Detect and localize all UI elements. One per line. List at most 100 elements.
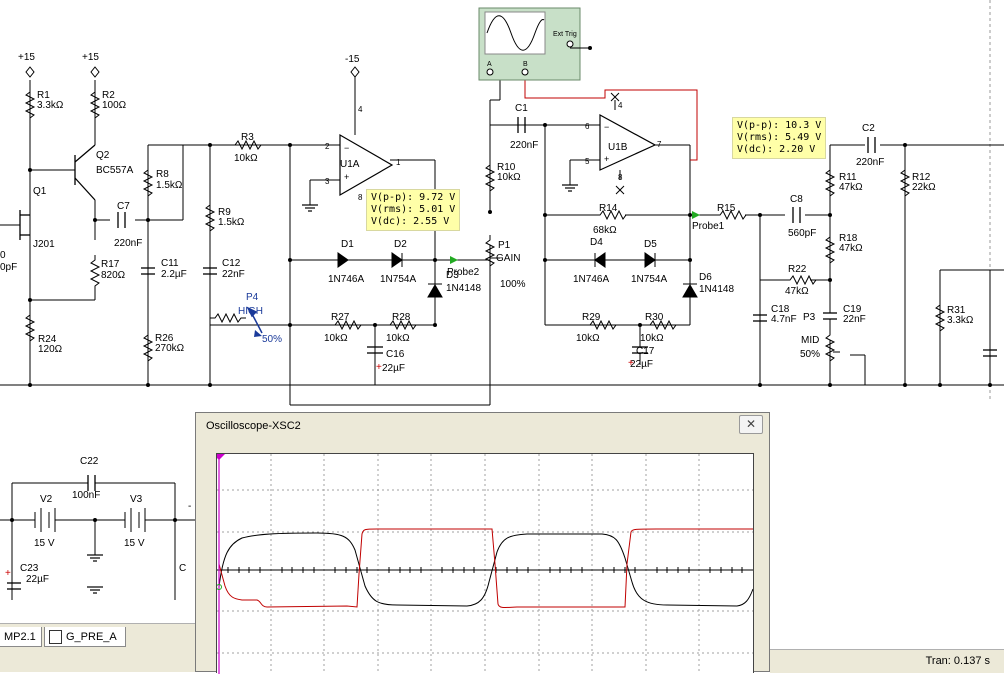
probe1-vrms: V(rms): 5.49 V	[737, 132, 822, 143]
scope-a-label: A	[487, 61, 492, 68]
rail-plus15-a: +15	[18, 52, 35, 63]
resistors	[24, 85, 946, 366]
svg-text:−: −	[604, 122, 609, 132]
r2-label: R2	[102, 90, 115, 101]
v3-value: 15 V	[124, 538, 145, 549]
r24-value: 120Ω	[38, 344, 63, 355]
r8-value: 1.5kΩ	[156, 180, 183, 191]
d2-part: 1N754A	[380, 274, 416, 285]
status-bar: Tran: 0.137 s	[770, 649, 1004, 673]
d5-label: D5	[644, 239, 657, 250]
r30-label: R30	[645, 312, 664, 323]
polarity-marks: +++	[5, 358, 634, 579]
cut-dash: -	[188, 501, 191, 512]
d6-part: 1N4148	[699, 284, 734, 295]
c17-value: 22µF	[630, 359, 653, 370]
ext-trig-label: Ext Trig	[553, 31, 577, 38]
r30-value: 10kΩ	[640, 333, 664, 344]
probe1-label: Probe1	[692, 221, 725, 232]
r17-label: R17	[101, 259, 120, 270]
c2-label: C2	[862, 123, 875, 134]
oscilloscope-title: Oscilloscope-XSC2	[206, 420, 301, 432]
c7-value: 220nF	[114, 238, 142, 249]
pin-label: 1	[396, 158, 401, 167]
rail-minus15: -15	[345, 54, 360, 65]
svg-text:−: −	[344, 143, 349, 153]
probe2-readout: V(p-p): 9.72 V V(rms): 5.01 V V(dc): 2.5…	[366, 189, 461, 231]
op-amp-signs: −+ −+	[344, 122, 609, 182]
tab-g-pre-a[interactable]: G_PRE_A *	[44, 627, 126, 663]
probe1-readout: V(p-p): 10.3 V V(rms): 5.49 V V(dc): 2.2…	[732, 117, 827, 159]
diodes	[337, 252, 698, 298]
u1a-label: U1A	[340, 159, 360, 170]
svg-text:+: +	[344, 172, 349, 182]
scope-b-wire	[524, 80, 698, 161]
c19-label: C19	[843, 304, 862, 315]
close-button[interactable]: ✕	[739, 415, 763, 434]
r9-value: 1.5kΩ	[218, 217, 245, 228]
cursor-handle-icon[interactable]	[213, 454, 225, 460]
pin-label: 4	[618, 101, 623, 110]
oscilloscope-graph	[213, 454, 754, 674]
pin-label: 2	[325, 142, 330, 151]
r26-label: R26	[155, 333, 174, 344]
d4-part: 1N746A	[573, 274, 609, 285]
pin-label: 4	[358, 105, 363, 114]
c1-value: 220nF	[510, 140, 538, 151]
r1-value: 3.3kΩ	[37, 100, 64, 111]
c8-label: C8	[790, 194, 803, 205]
c22-label: C22	[80, 456, 99, 467]
d2-label: D2	[394, 239, 407, 250]
oscilloscope-instrument[interactable]	[478, 7, 592, 81]
probe2-vpp: V(p-p): 9.72 V	[371, 192, 456, 203]
r27-value: 10kΩ	[324, 333, 348, 344]
r18-label: R18	[839, 233, 858, 244]
scope-grid	[217, 454, 753, 674]
pot-wipers	[246, 306, 263, 334]
probe2-vrms: V(rms): 5.01 V	[371, 204, 456, 215]
q1-part: J201	[33, 239, 55, 250]
c16-value: 22µF	[382, 363, 405, 374]
d3-part: 1N4148	[446, 283, 481, 294]
r10-value: 10kΩ	[497, 172, 521, 183]
r11-label: R11	[839, 172, 857, 183]
oscilloscope-window[interactable]: Oscilloscope-XSC2 ✕	[195, 412, 770, 674]
junction-dots	[28, 123, 992, 387]
d1-part: 1N746A	[328, 274, 364, 285]
oscilloscope-display[interactable]	[213, 453, 754, 674]
r12-label: R12	[912, 172, 931, 183]
pot-wipers-2	[490, 257, 840, 353]
c11-label: C11	[161, 258, 179, 269]
probe-pot-arrow	[254, 330, 262, 337]
r31-label: R31	[947, 305, 966, 316]
svg-text:+: +	[628, 358, 634, 369]
p4-label: P4	[246, 292, 259, 303]
cut-left-label-0pf: 0pF	[0, 262, 17, 273]
pin-label: 3	[325, 177, 330, 186]
pin-label: 8	[618, 173, 623, 182]
r12-value: 22kΩ	[912, 182, 936, 193]
probe1-vdc: V(dc): 2.20 V	[737, 144, 816, 155]
c21-cut-label: C	[179, 563, 186, 574]
r2-value: 100Ω	[102, 100, 127, 111]
r1-label: R1	[37, 90, 50, 101]
q2-label: Q2	[96, 150, 110, 161]
tab-mp2[interactable]: MP2.1 *	[0, 627, 42, 663]
p4-percent: 50%	[262, 334, 282, 345]
r14-value: 68kΩ	[593, 225, 617, 236]
q1-label: Q1	[33, 186, 47, 197]
svg-text:+: +	[376, 362, 382, 373]
component-labels: +15 +15 -15 R1 3.3kΩ R2 100Ω Q2 BC557A Q…	[0, 31, 974, 585]
r18-value: 47kΩ	[839, 243, 863, 254]
r26-value: 270kΩ	[155, 343, 185, 354]
r29-value: 10kΩ	[576, 333, 600, 344]
r24-label: R24	[38, 334, 57, 345]
c18-value: 4.7nF	[771, 314, 797, 325]
transistors	[19, 144, 96, 240]
c23-label: C23	[20, 563, 39, 574]
trace-channel-b	[218, 528, 753, 609]
r8-label: R8	[156, 169, 169, 180]
v3-label: V3	[130, 494, 143, 505]
cut-left-label-0: 0	[0, 250, 6, 261]
c12-value: 22nF	[222, 269, 245, 280]
